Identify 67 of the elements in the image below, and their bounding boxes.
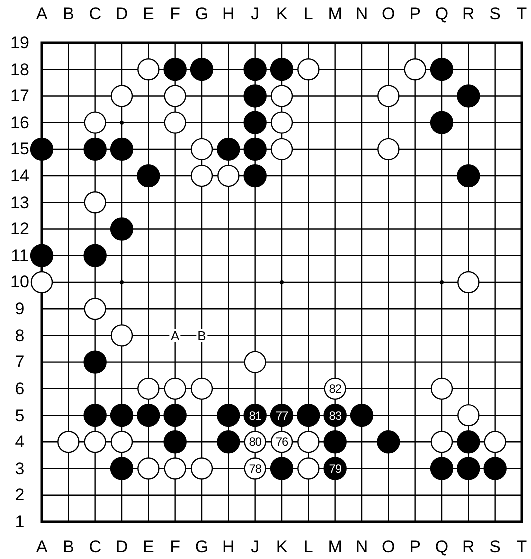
- column-label: S: [490, 6, 501, 22]
- column-label: J: [251, 538, 260, 556]
- move-number: 82: [329, 382, 342, 395]
- row-label: 2: [15, 486, 25, 504]
- column-label: A: [36, 538, 48, 556]
- row-label: 17: [10, 88, 30, 105]
- row-label: 11: [11, 247, 29, 264]
- move-number: 80: [249, 436, 262, 448]
- column-label: D: [116, 6, 128, 22]
- row-label: 9: [15, 300, 25, 318]
- column-label: A: [36, 6, 48, 22]
- move-number: 81: [249, 410, 262, 422]
- row-label: 6: [15, 380, 25, 398]
- column-label: B: [62, 6, 74, 22]
- move-number: 79: [329, 462, 342, 475]
- column-label: S: [490, 538, 501, 556]
- column-label: C: [89, 538, 102, 556]
- row-label: 4: [15, 434, 25, 451]
- row-label: 5: [15, 407, 25, 424]
- move-number: 76: [276, 436, 288, 448]
- row-label: 14: [10, 168, 30, 185]
- row-label: 7: [15, 354, 25, 371]
- move-number: 83: [329, 410, 342, 422]
- column-label: F: [170, 538, 181, 556]
- column-label: L: [304, 6, 314, 22]
- column-label: P: [410, 538, 421, 556]
- column-label: H: [222, 538, 235, 556]
- column-label: N: [356, 6, 368, 22]
- column-label: L: [304, 538, 314, 556]
- row-label: 12: [10, 220, 30, 238]
- column-label: T: [516, 538, 528, 556]
- column-label: E: [142, 6, 154, 22]
- row-label: 10: [10, 274, 30, 291]
- column-label: R: [462, 538, 475, 556]
- column-label: M: [328, 538, 342, 556]
- column-label: C: [89, 6, 102, 22]
- point-label: A: [170, 329, 181, 342]
- column-label: G: [195, 6, 209, 22]
- column-label: G: [195, 538, 209, 556]
- point-label: B: [196, 329, 208, 342]
- row-label: 18: [10, 61, 30, 78]
- column-label: T: [516, 6, 528, 22]
- row-label: 16: [10, 114, 30, 132]
- row-label: 19: [10, 34, 30, 52]
- column-label: D: [116, 538, 128, 556]
- column-label: H: [222, 6, 235, 22]
- column-label: K: [276, 6, 288, 22]
- column-label: R: [462, 6, 475, 22]
- column-label: J: [251, 6, 260, 22]
- column-label: P: [410, 6, 421, 22]
- row-label: 8: [15, 327, 25, 344]
- column-label: O: [382, 6, 396, 22]
- column-label: F: [170, 6, 181, 22]
- move-number: 77: [276, 410, 288, 422]
- row-label: 15: [10, 140, 30, 158]
- column-label: Q: [435, 538, 449, 556]
- column-label: B: [62, 538, 74, 556]
- column-label: N: [356, 538, 368, 556]
- column-label: M: [328, 6, 342, 22]
- row-label: 13: [10, 194, 30, 212]
- column-label: Q: [435, 6, 449, 22]
- row-label: 1: [15, 513, 25, 530]
- column-label: K: [276, 538, 288, 556]
- column-label: O: [382, 538, 396, 556]
- row-label: 3: [15, 460, 25, 478]
- move-number: 78: [249, 462, 262, 475]
- column-label: E: [142, 538, 154, 556]
